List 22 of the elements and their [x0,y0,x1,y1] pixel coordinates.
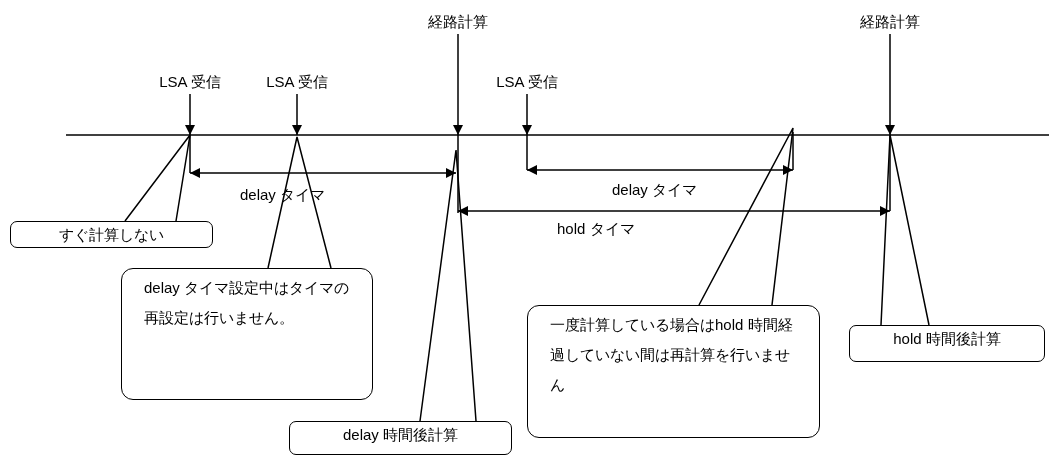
arrow [453,33,463,136]
event-label: 経路計算 [850,12,930,32]
event-label: LSA 受信 [150,72,230,92]
dimension-label: hold タイマ [557,219,635,239]
arrow [885,33,895,136]
event-label: 経路計算 [418,12,498,32]
callout-box: hold 時間後計算 [849,325,1045,362]
arrow [185,93,195,136]
leader-line [419,149,477,422]
callout-box: 一度計算している場合はhold 時間経過していない間は再計算を行いません [527,305,820,438]
leader-line [267,136,332,269]
dimension-label: delay タイマ [612,180,698,200]
arrow [292,93,302,136]
arrow [522,93,532,136]
callout-box: delay タイマ設定中はタイマの再設定は行いません。 [121,268,373,400]
leader-line [698,127,794,306]
leader-line [880,134,930,326]
leader-line [124,134,191,222]
event-label: LSA 受信 [257,72,337,92]
event-label: LSA 受信 [487,72,567,92]
callout-box: すぐ計算しない [10,221,213,248]
callout-box: delay 時間後計算 [289,421,512,455]
